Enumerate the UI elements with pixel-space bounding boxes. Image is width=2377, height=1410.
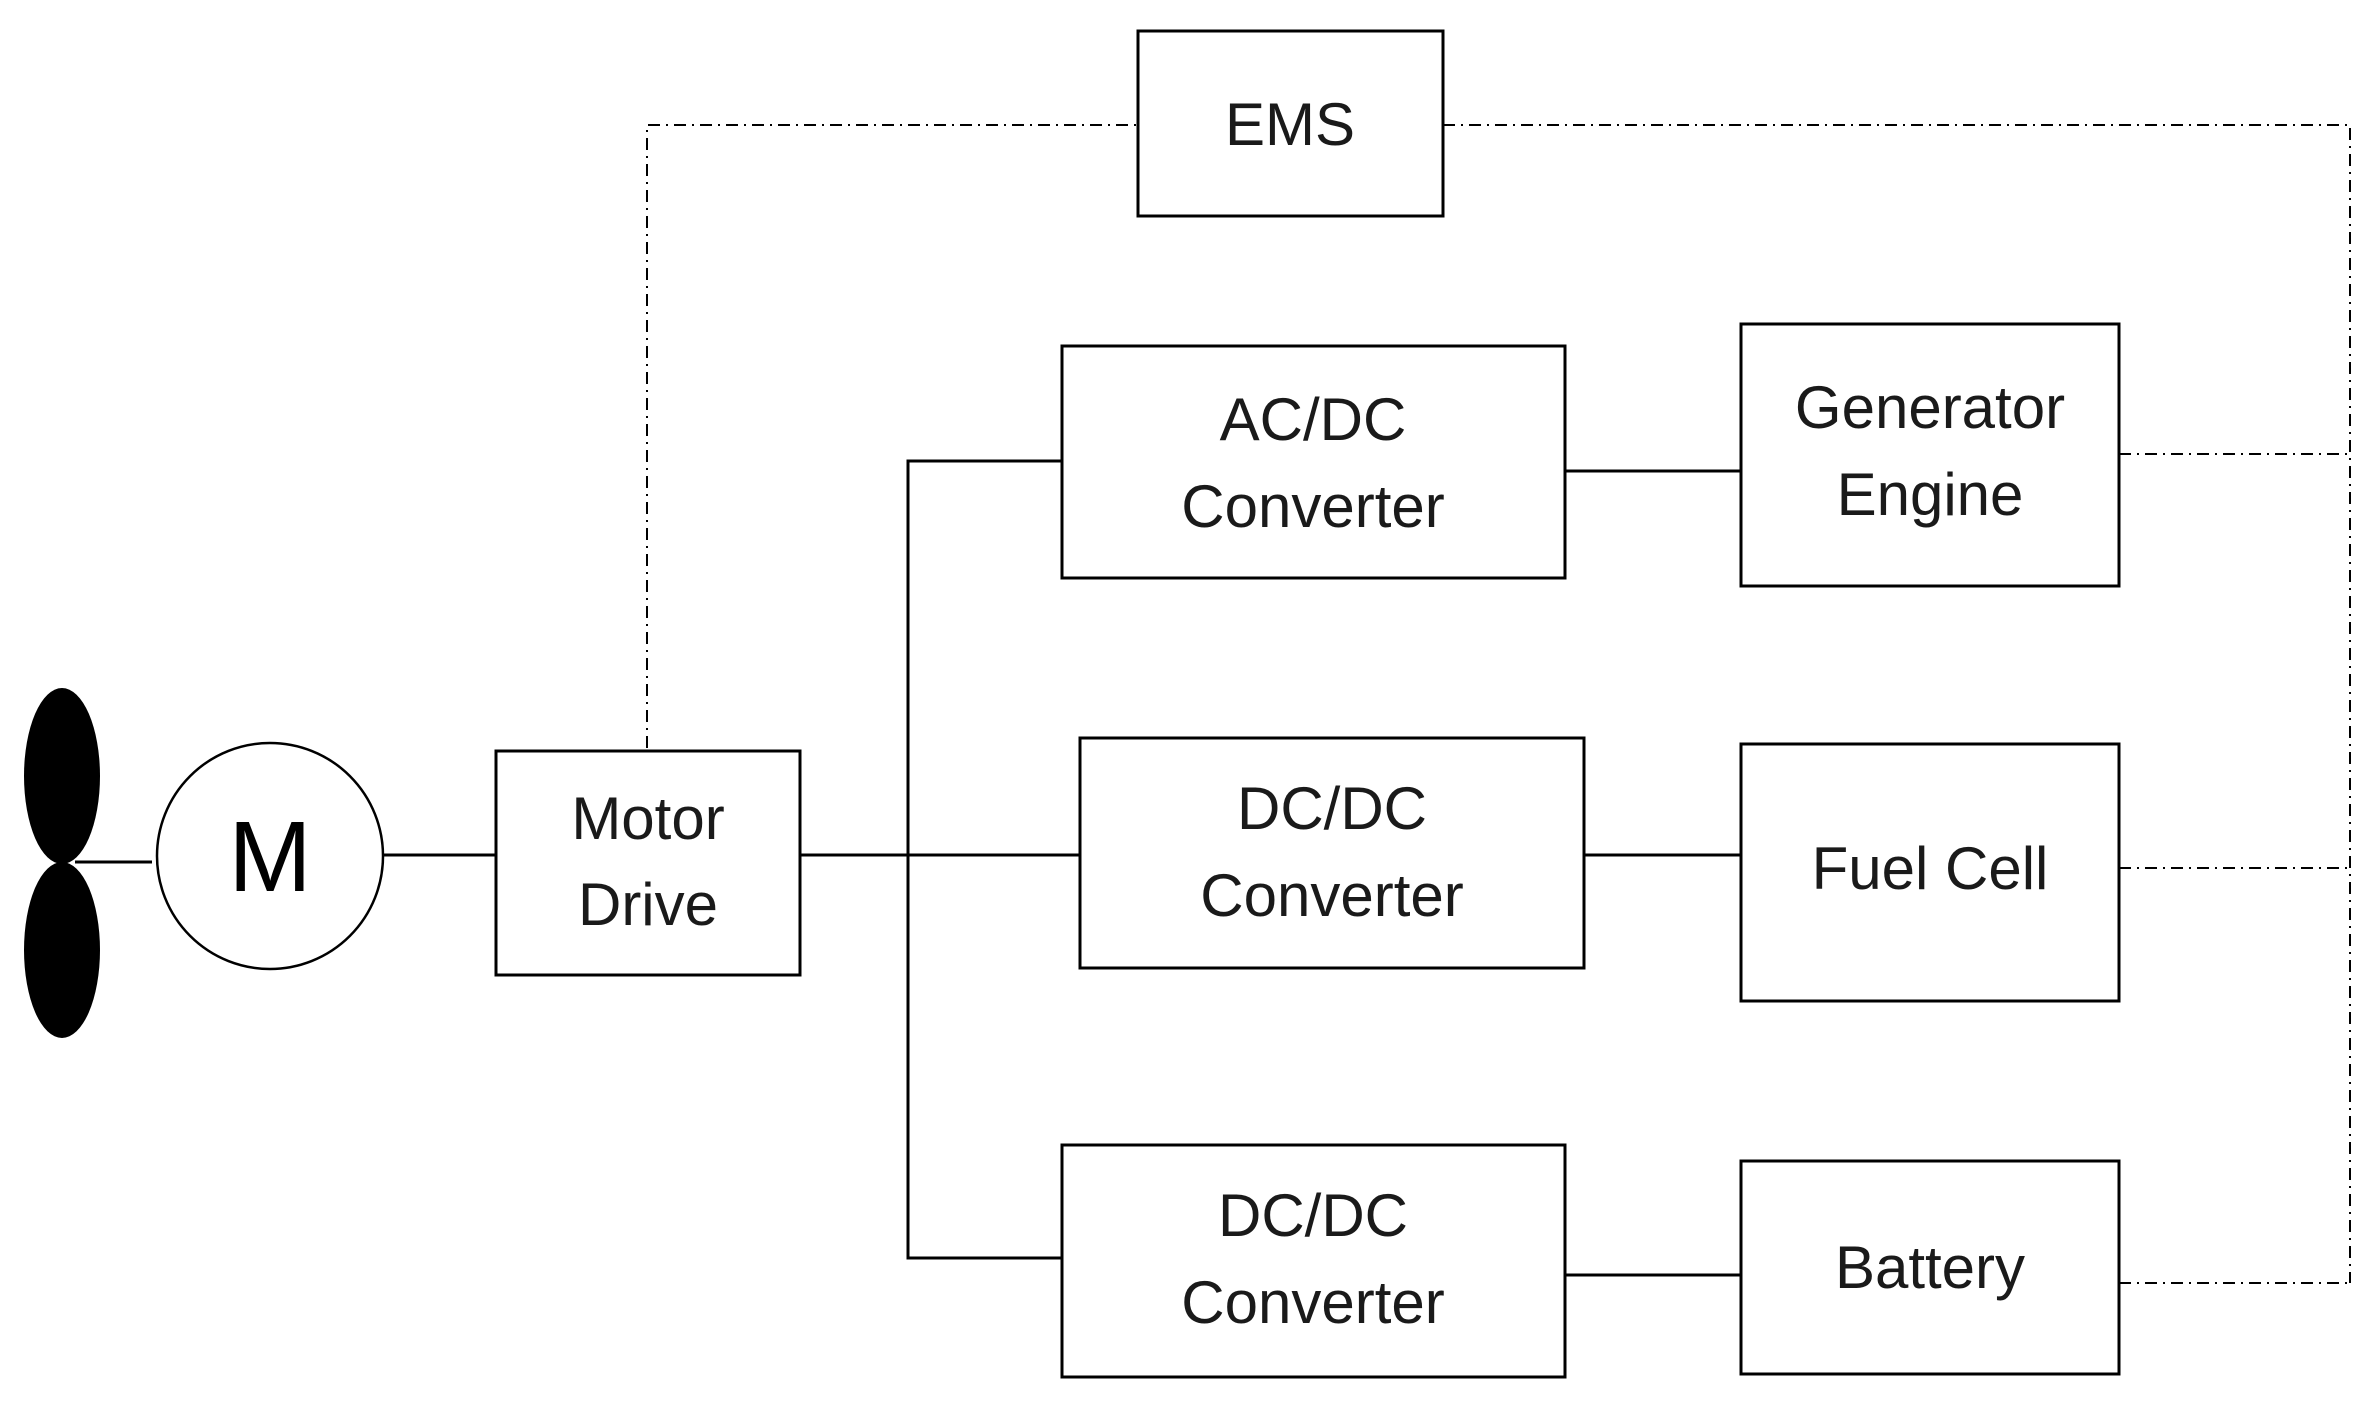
motor-circle (155, 741, 385, 971)
dc-bus (906, 459, 1062, 1260)
ems-source-bus (1443, 124, 2351, 1283)
motor: M (155, 741, 385, 971)
generator-engine-block: Generator Engine (1739, 322, 2121, 588)
battery-block: Battery (1739, 1159, 2121, 1376)
ems-block: EMS (1136, 29, 1445, 218)
acdc-converter-label-line2: Converter (1181, 473, 1444, 540)
fuel-cell-block: Fuel Cell (1739, 742, 2121, 1003)
motor-label: M (228, 801, 311, 913)
generator-engine-label-line2: Engine (1837, 461, 2024, 528)
motor-drive-block: Motor Drive (494, 749, 802, 977)
acdc-converter-label-line1: AC/DC (1220, 386, 1407, 453)
motor-drive-label-line2: Drive (578, 871, 718, 938)
propeller-icon (24, 688, 100, 1038)
dcdc-converter-fuel-label-line1: DC/DC (1237, 775, 1427, 842)
dcdc-converter-battery-label-line2: Converter (1181, 1269, 1444, 1336)
dcdc-converter-battery-label-line1: DC/DC (1218, 1182, 1408, 1249)
power-lines (75, 459, 1741, 1277)
control-lines (646, 124, 2351, 1284)
dcdc-converter-battery-block: DC/DC Converter (1060, 1143, 1567, 1379)
generator-engine-label-line1: Generator (1795, 374, 2065, 441)
dcdc-converter-fuel-block: DC/DC Converter (1078, 736, 1586, 970)
motor-drive-label-line1: Motor (571, 785, 724, 852)
battery-label: Battery (1835, 1234, 2025, 1301)
ems-label: EMS (1225, 91, 1355, 158)
dcdc-converter-fuel-label-line2: Converter (1200, 862, 1463, 929)
fuel-cell-label: Fuel Cell (1812, 835, 2049, 902)
acdc-converter-block: AC/DC Converter (1060, 344, 1567, 580)
